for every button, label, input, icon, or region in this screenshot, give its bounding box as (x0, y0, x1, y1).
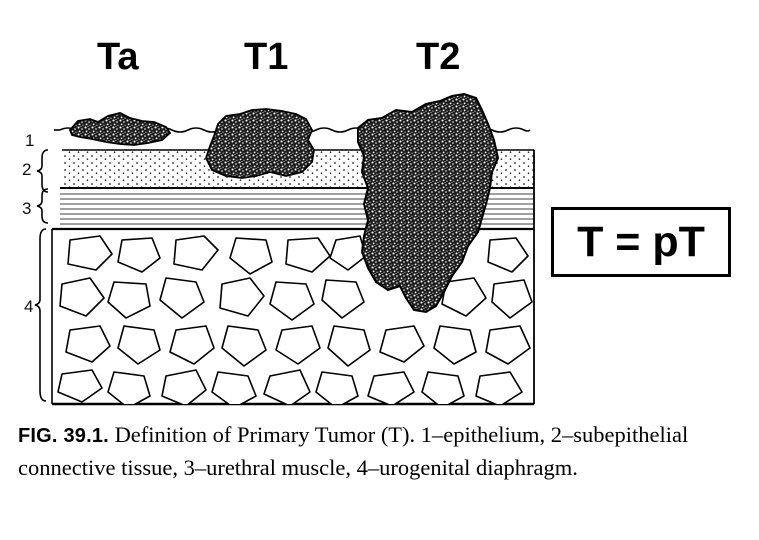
figure-number: FIG. 39.1. (18, 425, 109, 447)
stage-box-text: T = pT (577, 217, 705, 266)
layer-number-2: 2 (22, 160, 32, 179)
label-t1: T1 (244, 36, 289, 78)
layer-number-1: 1 (25, 131, 35, 150)
tumor-t2 (357, 92, 500, 314)
urogenital-diaphragm-cells (57, 235, 533, 404)
layer-braces (34, 129, 60, 404)
tumor-t1 (205, 108, 315, 179)
stage-box: T = pT (551, 207, 731, 277)
label-ta: Ta (97, 36, 139, 78)
layer-number-3: 3 (22, 199, 32, 218)
figure-caption: FIG. 39.1. Definition of Primary Tumor (… (18, 419, 743, 483)
tumor-ta (68, 112, 172, 146)
label-t2: T2 (416, 36, 461, 78)
caption-text: Definition of Primary Tumor (T). 1–epith… (18, 422, 689, 480)
layer-number-4: 4 (24, 297, 34, 316)
